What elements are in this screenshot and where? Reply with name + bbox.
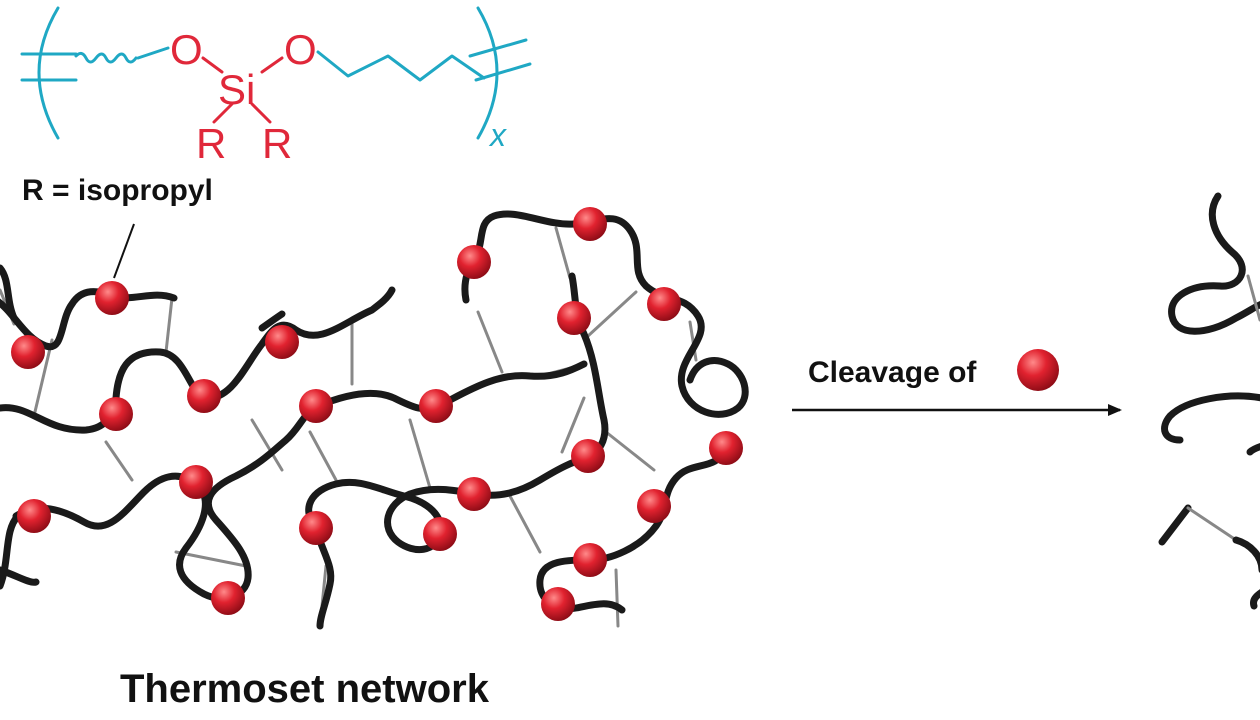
right-double-bond-a [468,38,528,58]
arrow-label-bead-icon [1017,349,1059,391]
silyl-ether-bead [265,325,299,359]
repeat-subscript: x [488,117,507,153]
silyl-ether-bead [95,281,129,315]
crosslink [250,418,284,472]
degraded-fragments [1158,192,1260,610]
crosslink [174,550,248,568]
silyl-ether-bead [419,389,453,423]
o-si-bond-1 [201,56,224,74]
monomer-structure: O Si O R R x [20,6,532,167]
si-r-bond-right [250,102,272,124]
silyl-ether-bead [11,335,45,369]
r-left-label: R [196,120,226,167]
crosslink [586,290,638,338]
silyl-ether-bead [17,499,51,533]
silyl-ether-bead [187,379,221,413]
fragment-chain [1158,504,1192,546]
silyl-ether-bead [423,517,457,551]
silyl-ether-bead [99,397,133,431]
polymer-chain [0,288,178,351]
cleavage-arrow: Cleavage of [792,349,1122,416]
crosslink [32,338,54,418]
silyl-ether-bead [211,581,245,615]
oxygen-1-label: O [170,26,203,73]
silyl-ether-bead [571,439,605,473]
crosslink [408,418,432,490]
network-caption: Thermoset network [120,667,490,711]
crosslink [614,568,620,628]
polymer-chain [305,454,590,553]
silyl-ether-bead [541,587,575,621]
polymer-chain [258,310,286,332]
silyl-ether-bead [557,301,591,335]
crosslink [164,296,174,354]
oxygen-2-label: O [284,26,317,73]
si-o-bond-2 [260,56,284,74]
wavy-bond [74,51,138,64]
polymer-chain [0,512,22,590]
silyl-ether-bead [457,245,491,279]
right-bracket [476,6,499,140]
bond-to-oxygen-1 [136,46,170,60]
silyl-ether-bead [637,489,671,523]
silyl-ether-bead [457,477,491,511]
silyl-ether-bead [573,207,607,241]
left-bracket [37,6,60,140]
fragment-chain [1168,192,1260,335]
crosslink [508,494,542,554]
crosslink [560,396,586,454]
silyl-ether-bead [299,389,333,423]
fragment-crosslink [1186,506,1238,542]
silyl-ether-bead [709,431,743,465]
polymer-chain [312,524,335,630]
fragment-chain [1250,589,1260,610]
crosslink [308,430,338,482]
arrow-label: Cleavage of [808,356,977,389]
polymer-chain [12,360,588,602]
thermoset-network [0,207,749,630]
crosslink [688,320,698,362]
polymer-chain [536,444,730,614]
right-double-bond-b [474,62,532,82]
fragment-crosslink [1246,274,1260,322]
silyl-ether-bead [647,287,681,321]
silyl-ether-beads [11,207,743,621]
silyl-ether-bead [179,465,213,499]
r-right-label: R [262,120,292,167]
silicon-label: Si [218,66,255,113]
r-definition-label: R = isopropyl [22,174,213,207]
fragment-chain [1232,536,1260,573]
polymer-chain [0,566,40,586]
polymer-chain [461,210,749,418]
silyl-ether-bead [573,543,607,577]
r-definition-pointer [113,223,135,279]
alkyl-zigzag [316,50,486,82]
silyl-ether-bead [299,511,333,545]
fragment-chain [1161,392,1260,444]
crosslink [554,226,572,280]
crosslink [104,440,134,482]
crosslink [476,310,504,374]
fragment-chain [1246,442,1260,456]
crosslink [604,430,656,472]
si-r-bond-left [212,102,234,124]
